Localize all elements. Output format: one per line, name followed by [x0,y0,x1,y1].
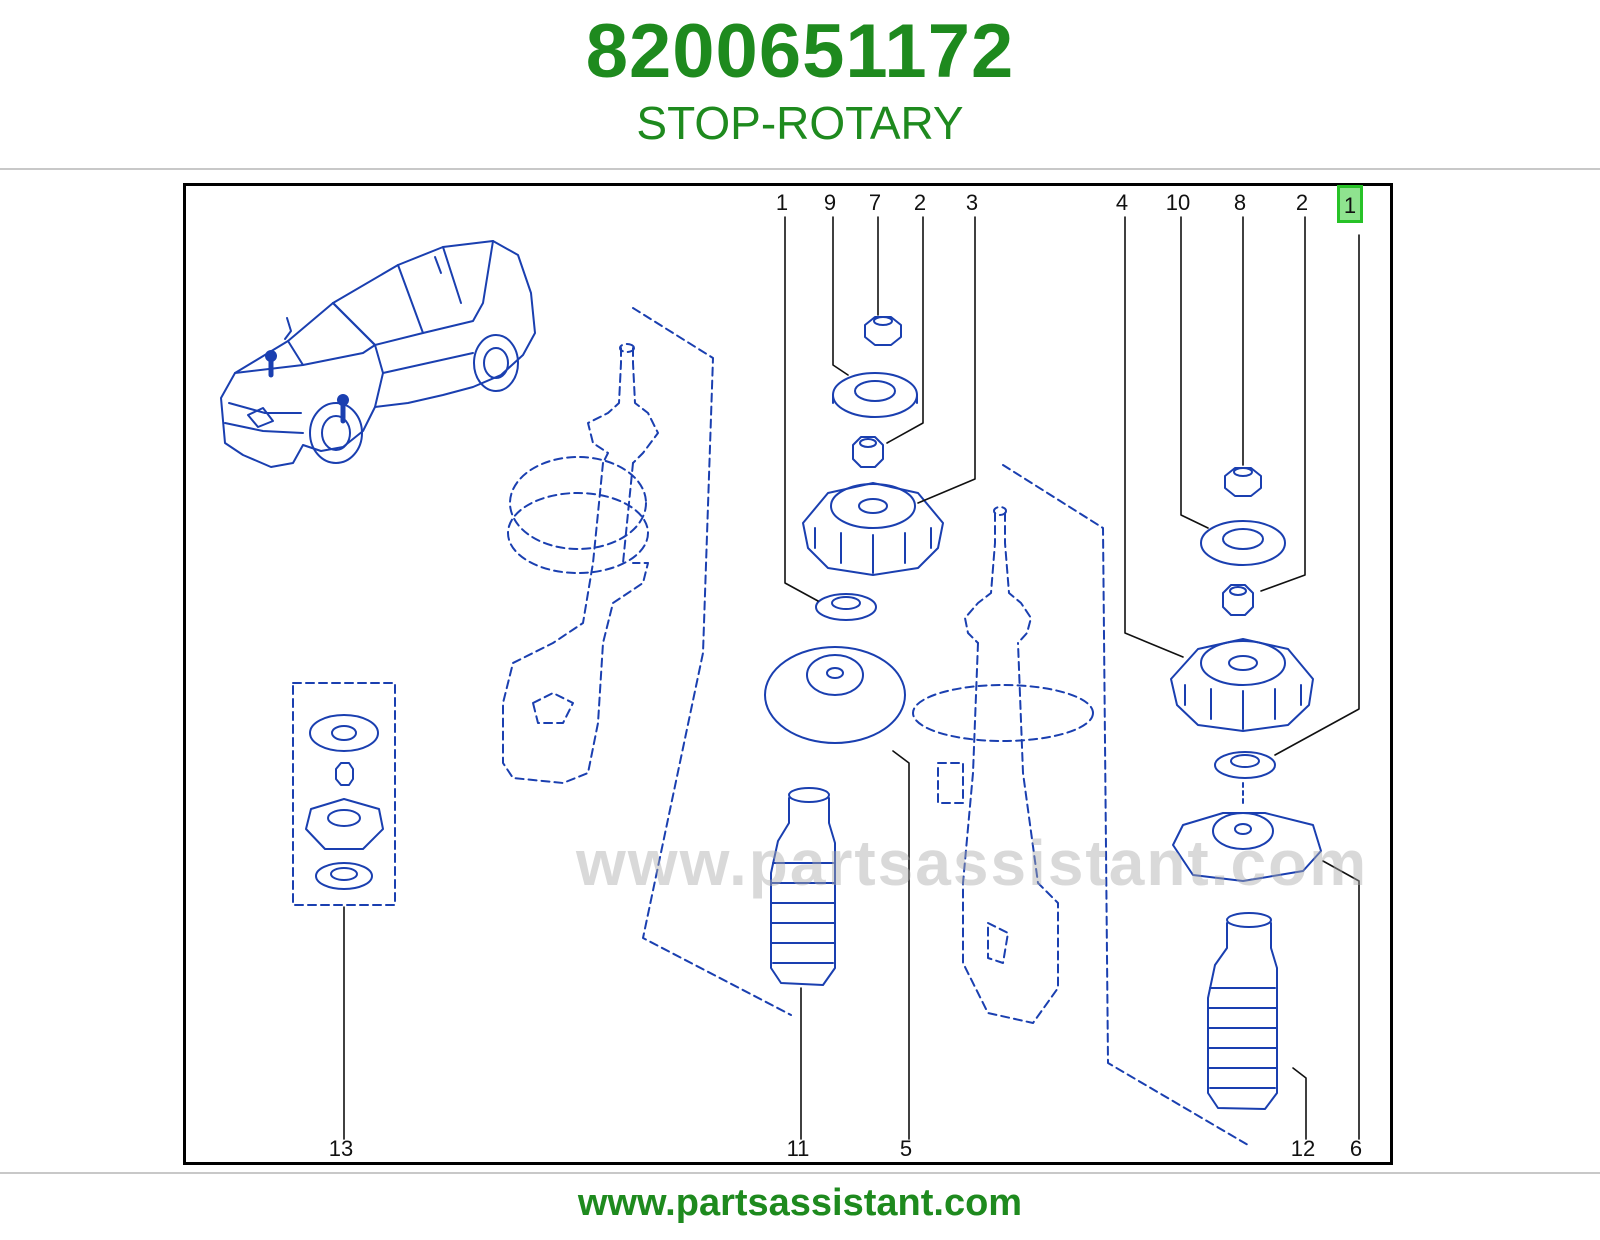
callout-6[interactable]: 6 [1349,1136,1363,1161]
callout-11[interactable]: 11 [786,1136,810,1161]
exploded-diagram-frame: www.partsassistant.com [183,183,1393,1165]
callout-13[interactable]: 13 [328,1136,354,1161]
part-number-title: 8200651172 [585,9,1015,94]
callout-3[interactable]: 3 [965,190,979,215]
footer-website-link[interactable]: www.partsassistant.com [577,1182,1023,1224]
footer-divider [0,1172,1600,1174]
callout-9[interactable]: 9 [823,190,837,215]
car-illustration [220,240,536,468]
left-strut-assembly [502,307,792,1016]
callout-12[interactable]: 12 [1290,1136,1316,1161]
group-13-kit [292,682,396,906]
callout-4[interactable]: 4 [1115,190,1129,215]
leader-lines [343,216,1360,1140]
right-part-stack [1170,467,1322,1110]
callout-2-right[interactable]: 2 [1295,190,1309,215]
callout-8[interactable]: 8 [1233,190,1247,215]
watermark-text: www.partsassistant.com [576,827,1369,899]
callout-1-center[interactable]: 1 [775,190,789,215]
callout-7[interactable]: 7 [868,190,882,215]
callout-10[interactable]: 10 [1165,190,1191,215]
center-part-stack [764,316,944,986]
callout-5[interactable]: 5 [899,1136,913,1161]
header-divider [0,168,1600,170]
center-strut-assembly [912,464,1249,1146]
part-name-subtitle: STOP-ROTARY [636,97,964,149]
callout-1-highlighted[interactable]: 1 [1337,185,1363,223]
callout-2-center[interactable]: 2 [913,190,927,215]
exploded-diagram [220,216,1360,1146]
